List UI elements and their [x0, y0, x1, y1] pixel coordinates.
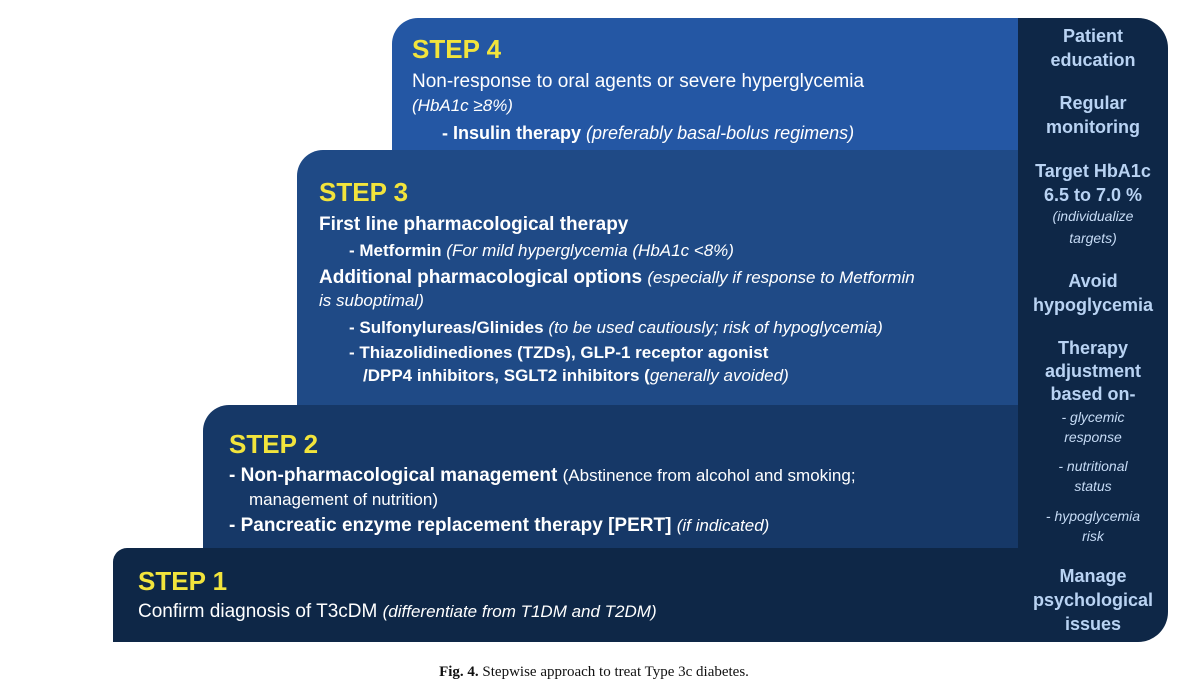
- step-4-line2: (HbA1c ≥8%): [412, 96, 513, 115]
- dpp4-sglt2-label: /DPP4 inhibitors, SGLT2 inhibitors (: [363, 366, 650, 385]
- step-3-box: STEP 3 First line pharmacological therap…: [297, 150, 1032, 406]
- hypo-risk-1: - hypoglycemia: [1045, 508, 1141, 524]
- nonpharm-note: (Abstinence from alcohol and smoking;: [562, 466, 856, 485]
- sulfonylureas-note: (to be used cautiously; risk of hypoglyc…: [548, 318, 883, 337]
- tzd-note: generally avoided): [649, 366, 789, 385]
- hypo-risk-2: risk: [1082, 528, 1104, 544]
- nutritional-2: status: [1074, 478, 1112, 494]
- regular-monitoring-1: Regular: [1059, 93, 1127, 113]
- caption-label: Fig. 4.: [439, 664, 479, 680]
- pert-note: (if indicated): [676, 516, 770, 535]
- metformin-label: - Metformin: [349, 241, 442, 260]
- manage-2: psychological: [1032, 590, 1154, 610]
- avoid-hypoglycemia-2: hypoglycemia: [1032, 295, 1154, 315]
- glycemic-2: response: [1064, 429, 1122, 445]
- step-4-line1: Non-response to oral agents or severe hy…: [412, 71, 865, 92]
- tzd-item-line2: /DPP4 inhibitors, SGLT2 inhibitors (gene…: [363, 366, 789, 386]
- pert-label: - Pancreatic enzyme replacement therapy …: [229, 515, 672, 536]
- avoid-hypoglycemia-1: Avoid: [1068, 271, 1118, 291]
- insulin-label: - Insulin therapy: [442, 123, 582, 143]
- step-4-box: STEP 4 Non-response to oral agents or se…: [392, 18, 1032, 160]
- additional-note-continued: is suboptimal): [319, 291, 424, 310]
- patient-education-1: Patient: [1062, 26, 1123, 46]
- additional-options: Additional pharmacological options (espe…: [319, 267, 915, 289]
- target-note-1: (individualize: [1052, 208, 1134, 224]
- step-4-title: STEP 4: [412, 34, 502, 64]
- therapy-adjustment-1: Therapy: [1057, 338, 1129, 358]
- metformin-note: (For mild hyperglycemia (HbA1c <8%): [446, 241, 734, 260]
- regular-monitoring-2: monitoring: [1046, 117, 1140, 137]
- step-4-item: - Insulin therapy (preferably basal-bolu…: [442, 123, 854, 144]
- nonpharm-label: - Non-pharmacological management: [229, 465, 558, 486]
- therapy-adjustment-2: adjustment: [1044, 361, 1141, 381]
- first-line-heading: First line pharmacological therapy: [319, 214, 629, 235]
- metformin-item: - Metformin (For mild hyperglycemia (HbA…: [349, 241, 734, 261]
- figure-caption: Fig. 4. Stepwise approach to treat Type …: [0, 664, 1188, 681]
- target-note-2: targets): [1069, 230, 1117, 246]
- target-hba1c-1: Target HbA1c: [1035, 161, 1151, 181]
- additional-heading: Additional pharmacological options: [319, 267, 643, 288]
- sulfonylureas-label: - Sulfonylureas/Glinides: [349, 318, 544, 337]
- target-hba1c-2: 6.5 to 7.0 %: [1043, 185, 1143, 205]
- sulfonylureas-item: - Sulfonylureas/Glinides (to be used cau…: [349, 318, 883, 338]
- tzd-item-line1: - Thiazolidinediones (TZDs), GLP-1 recep…: [349, 343, 769, 362]
- manage-3: issues: [1064, 614, 1122, 634]
- pert-item: - Pancreatic enzyme replacement therapy …: [229, 515, 769, 537]
- patient-education-2: education: [1050, 50, 1136, 70]
- additional-note: (especially if response to Metformin: [647, 268, 915, 287]
- glycemic-1: - glycemic: [1061, 409, 1125, 425]
- step-1-box: STEP 1 Confirm diagnosis of T3cDM (diffe…: [113, 548, 1032, 642]
- therapy-adjustment-3: based on-: [1050, 384, 1136, 404]
- nutritional-1: - nutritional: [1058, 458, 1128, 474]
- step-3-title: STEP 3: [319, 177, 409, 207]
- nonpharm-note-continued: management of nutrition): [249, 490, 438, 509]
- step-2-title: STEP 2: [229, 429, 319, 459]
- caption-text: Stepwise approach to treat Type 3c diabe…: [482, 664, 749, 680]
- insulin-note: (preferably basal-bolus regimens): [586, 123, 855, 143]
- manage-1: Manage: [1059, 566, 1127, 586]
- step-1-item: Confirm diagnosis of T3cDM (differentiat…: [138, 601, 657, 623]
- nonpharm-item: - Non-pharmacological management (Abstin…: [229, 465, 856, 487]
- step-1-title: STEP 1: [138, 566, 228, 596]
- sidebar-panel: Patient education Regular monitoring Tar…: [1018, 18, 1168, 642]
- confirm-label: Confirm diagnosis of T3cDM: [138, 601, 378, 622]
- step-2-box: STEP 2 - Non-pharmacological management …: [203, 405, 1032, 551]
- confirm-note: (differentiate from T1DM and T2DM): [382, 602, 657, 621]
